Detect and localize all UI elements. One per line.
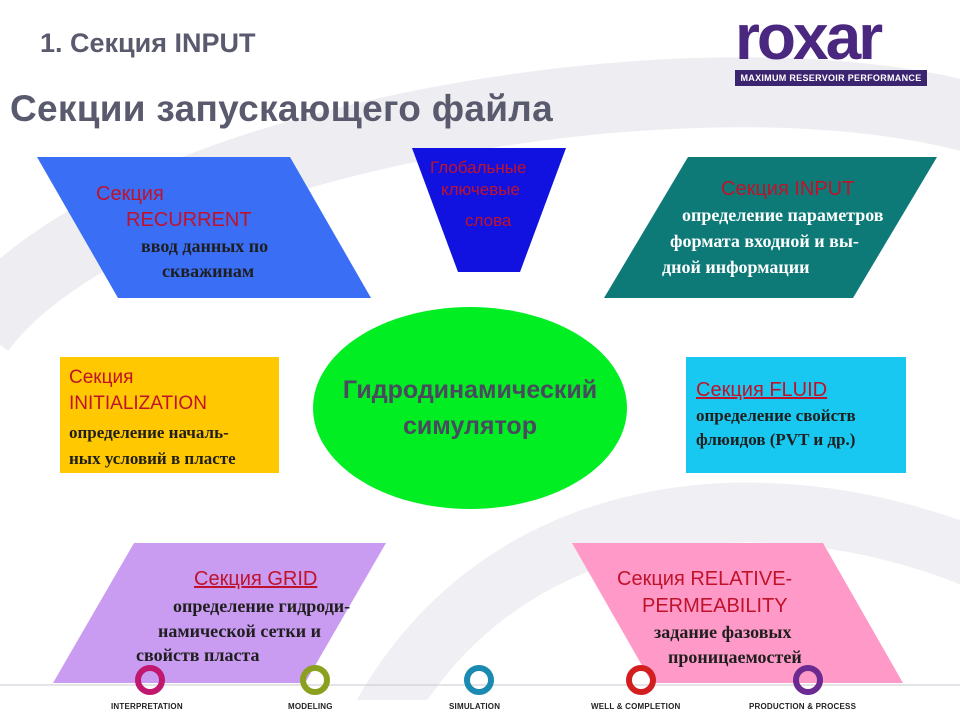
well-completion-ring-icon[interactable] [625,664,657,696]
global-keywords-line-2: ключевые [441,180,520,199]
modeling-ring-icon[interactable] [299,664,331,696]
fluid-desc-2: флюидов (PVT и др.) [696,430,856,449]
initialization-title-1: Секция [69,367,134,388]
logo-tagline: MAXIMUM RESERVOIR PERFORMANCE [735,70,927,86]
relperm-parallelogram [572,543,903,683]
initialization-desc-2: ных условий в пласте [69,449,236,468]
recurrent-desc-1: ввод данных по [141,236,269,256]
relperm-title-2: PERMEABILITY [642,595,788,617]
fluid-box [686,357,906,473]
footer-nav-bar [0,700,960,720]
grid-desc-2: намической сетки и [158,621,322,641]
fluid-title: Секция FLUID [696,379,828,401]
nav-well-completion[interactable]: WELL & COMPLETION [591,702,681,711]
relperm-desc-1: задание фазовых [654,622,792,642]
center-line-1: Гидродинамический [342,376,598,404]
grid-desc-3: свойств пласта [136,645,260,665]
center-line-2: симулятор [403,412,537,440]
global-keywords-line-1: Глобальные [430,158,527,177]
relperm-desc-2: проницаемостей [668,647,802,667]
recurrent-parallelogram [37,157,371,298]
fluid-desc-1: определение свойств [696,406,856,425]
initialization-title-2: INITIALIZATION [69,393,207,414]
roxar-logo: roxar MAXIMUM RESERVOIR PERFORMANCE [735,1,927,88]
interpretation-ring-icon[interactable] [134,664,166,696]
nav-modeling[interactable]: MODELING [288,702,333,711]
input-desc-3: дной информации [662,257,810,277]
initialization-box [60,357,279,473]
center-ellipse [313,307,627,509]
input-desc-1: определение параметров [682,205,884,225]
global-keywords-trapezoid [412,148,566,272]
input-parallelogram [604,157,937,298]
recurrent-desc-2: скважинам [162,261,255,281]
input-desc-2: формата входной и вы- [670,231,859,251]
global-keywords-line-3: слова [465,211,512,230]
grid-parallelogram [53,543,386,683]
recurrent-title-2: RECURRENT [126,209,252,231]
section-title: 1. Секция INPUT [40,28,256,58]
page-title: Секции запускающего файла [10,88,553,129]
relperm-title-1: Секция RELATIVE- [617,568,793,590]
grid-desc-1: определение гидроди- [173,596,351,616]
nav-simulation[interactable]: SIMULATION [449,702,501,711]
input-title: Секция INPUT [721,178,855,200]
nav-interpretation[interactable]: INTERPRETATION [111,702,183,711]
logo-wordmark: roxar [735,1,883,73]
initialization-desc-1: определение началь- [69,423,229,442]
grid-title: Секция GRID [194,568,318,590]
simulation-ring-icon[interactable] [463,664,495,696]
production-process-ring-icon[interactable] [792,664,824,696]
nav-production-process[interactable]: PRODUCTION & PROCESS [749,702,857,711]
recurrent-title-1: Секция [96,183,164,205]
